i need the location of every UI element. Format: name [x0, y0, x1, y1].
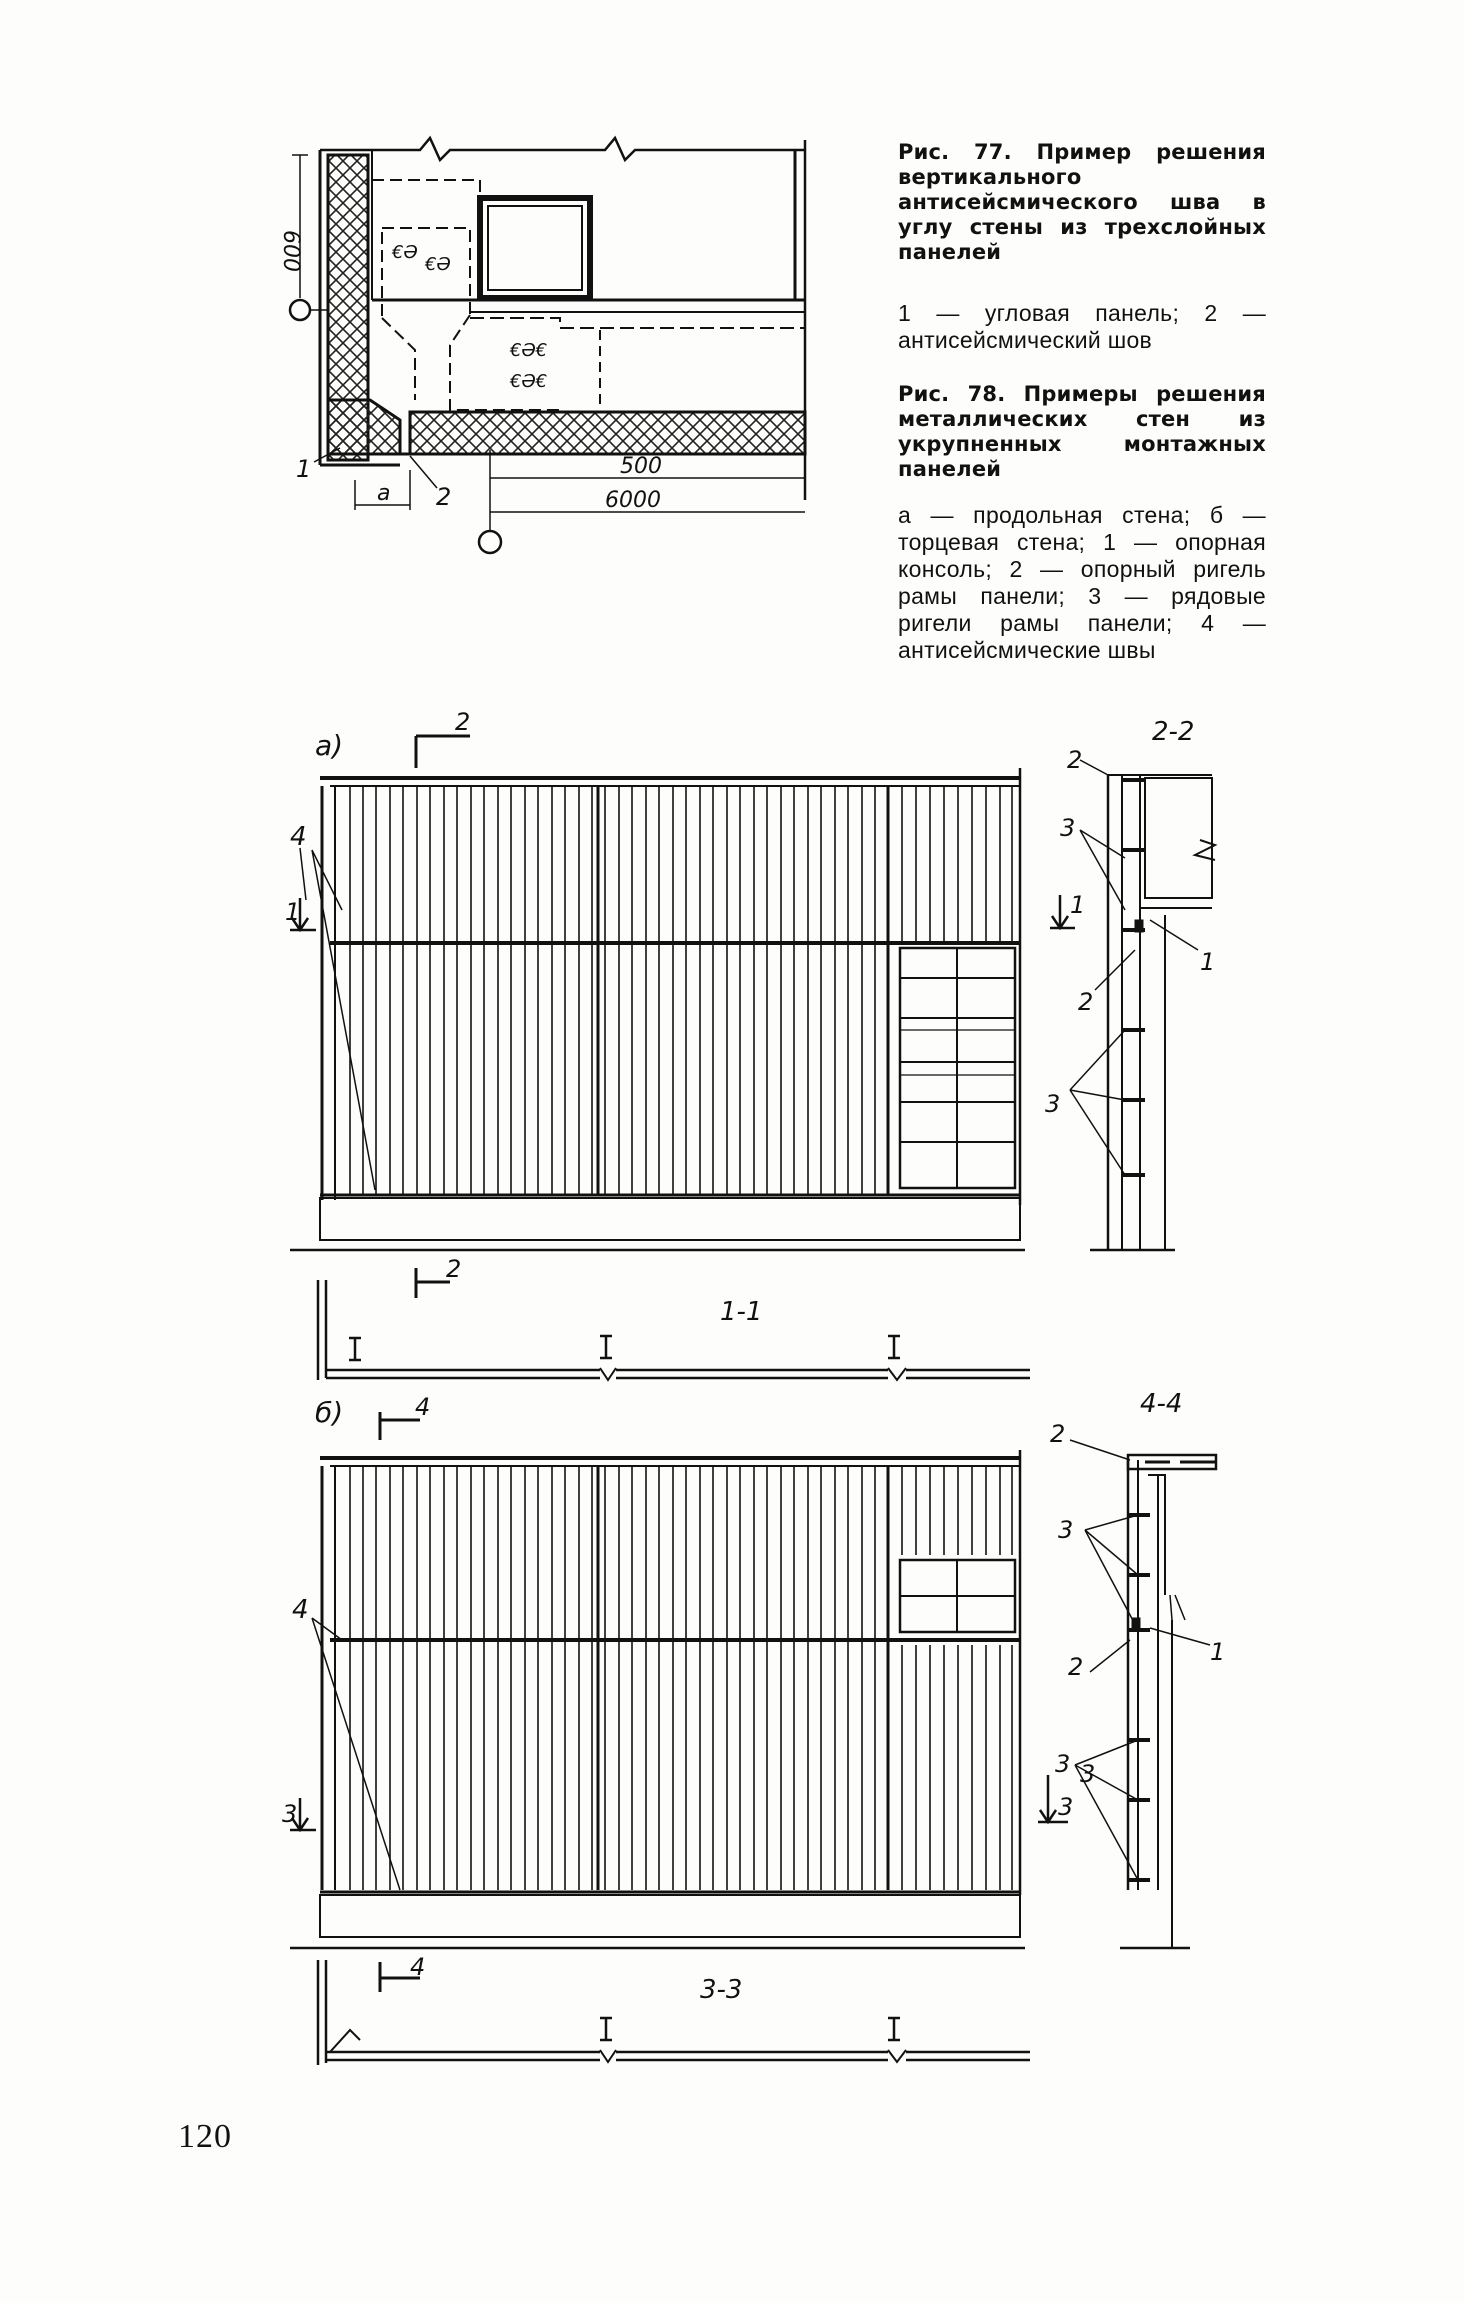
fig77-num-2: 2	[436, 483, 451, 511]
fig78b-num-2-top: 2	[1050, 1420, 1065, 1448]
fig78a-num-2-top: 2	[1067, 746, 1082, 774]
fig77-dim-500: 500	[620, 454, 662, 479]
fig78a-section-2-2-title: 2-2	[1152, 717, 1194, 747]
fig78b-num-3-top: 3	[1058, 1516, 1073, 1544]
fig77-caption-title: Рис. 77. Пример решения вертикального ан…	[898, 140, 1266, 264]
fig78a-cut-1-left: 1	[285, 898, 300, 926]
fig78b-cut-3-right: 3	[1058, 1793, 1073, 1821]
fig78b-base	[319, 1894, 1021, 1938]
fig78b-num-3-bottom-b: 3	[1080, 1760, 1095, 1788]
fig78a-base	[319, 1197, 1021, 1241]
fig77-dim-6000: 6000	[605, 488, 661, 513]
fig78a-num-1: 1	[1200, 948, 1215, 976]
fig78a-cut-1-right: 1	[1070, 891, 1085, 919]
svg-text:€Ə€: €Ə€	[509, 371, 547, 392]
fig78a-num-4: 4	[290, 822, 307, 852]
fig77-dim-a: a	[377, 481, 390, 506]
fig77-caption-legend: 1 — угловая панель; 2 — антисейсмический…	[898, 300, 1266, 353]
fig78-caption-title: Рис. 78. Примеры решения металлических с…	[898, 382, 1266, 481]
fig77-num-1: 1	[296, 455, 311, 483]
fig77-drawing: €Ə €Ə €Ə€ €Ə€ 600 500 6000 a	[278, 135, 807, 555]
fig78b-section-3-3: 3-3	[316, 1960, 1030, 2065]
fig78b-num-2-mid: 2	[1068, 1653, 1083, 1681]
fig78a-num-3-bottom: 3	[1045, 1090, 1060, 1118]
svg-text:€Ə: €Ə	[424, 254, 451, 275]
page-number: 120	[178, 2118, 232, 2155]
fig78b-letter: б)	[315, 1396, 343, 1429]
fig78b-section-4-4: 4-4 2 3 1 2 3 3	[1050, 1389, 1225, 1950]
fig78a-section-1-1: 1-1	[316, 1280, 1030, 1382]
fig78b-section-4-4-title: 4-4	[1140, 1389, 1182, 1419]
fig78a-cut-2-bottom: 2	[446, 1255, 461, 1283]
svg-text:€Ə€: €Ə€	[509, 340, 547, 361]
fig78a-section-2-2: 2-2 2 3 1 2 3	[1045, 717, 1218, 1252]
fig78a-letter: а)	[315, 729, 343, 762]
fig78-caption-legend: а — продольная стена; б — торцевая стена…	[898, 502, 1266, 663]
fig78b-cut-3-left: 3	[282, 1800, 297, 1828]
fig78b-num-4: 4	[292, 1595, 309, 1625]
fig78b-cut-4-top: 4	[415, 1393, 430, 1421]
fig78a-cut-2-top: 2	[455, 708, 470, 736]
fig78b-num-1: 1	[1210, 1638, 1225, 1666]
fig78a-elevation: а) 2 2 1 1 4	[285, 708, 1085, 1298]
fig78a-num-3-top: 3	[1060, 814, 1075, 842]
fig78b-elevation: б) 4 4 3 3 4	[282, 1393, 1073, 1992]
fig77-axis-marker-a	[288, 298, 312, 322]
fig77-wall-insulation-bottom	[408, 410, 807, 456]
fig78b-num-3-bottom: 3	[1055, 1750, 1070, 1778]
fig78b-cut-4-bottom: 4	[410, 1953, 425, 1981]
fig78b-section-3-3-title: 3-3	[700, 1975, 742, 2005]
fig77-dim-top: 600	[278, 230, 303, 272]
fig77-axis-marker-b	[477, 529, 503, 555]
fig77-column	[477, 195, 593, 301]
fig78a-section-1-1-title: 1-1	[720, 1297, 762, 1327]
svg-text:€Ə: €Ə	[391, 242, 418, 263]
fig78a-num-2-mid: 2	[1078, 988, 1093, 1016]
